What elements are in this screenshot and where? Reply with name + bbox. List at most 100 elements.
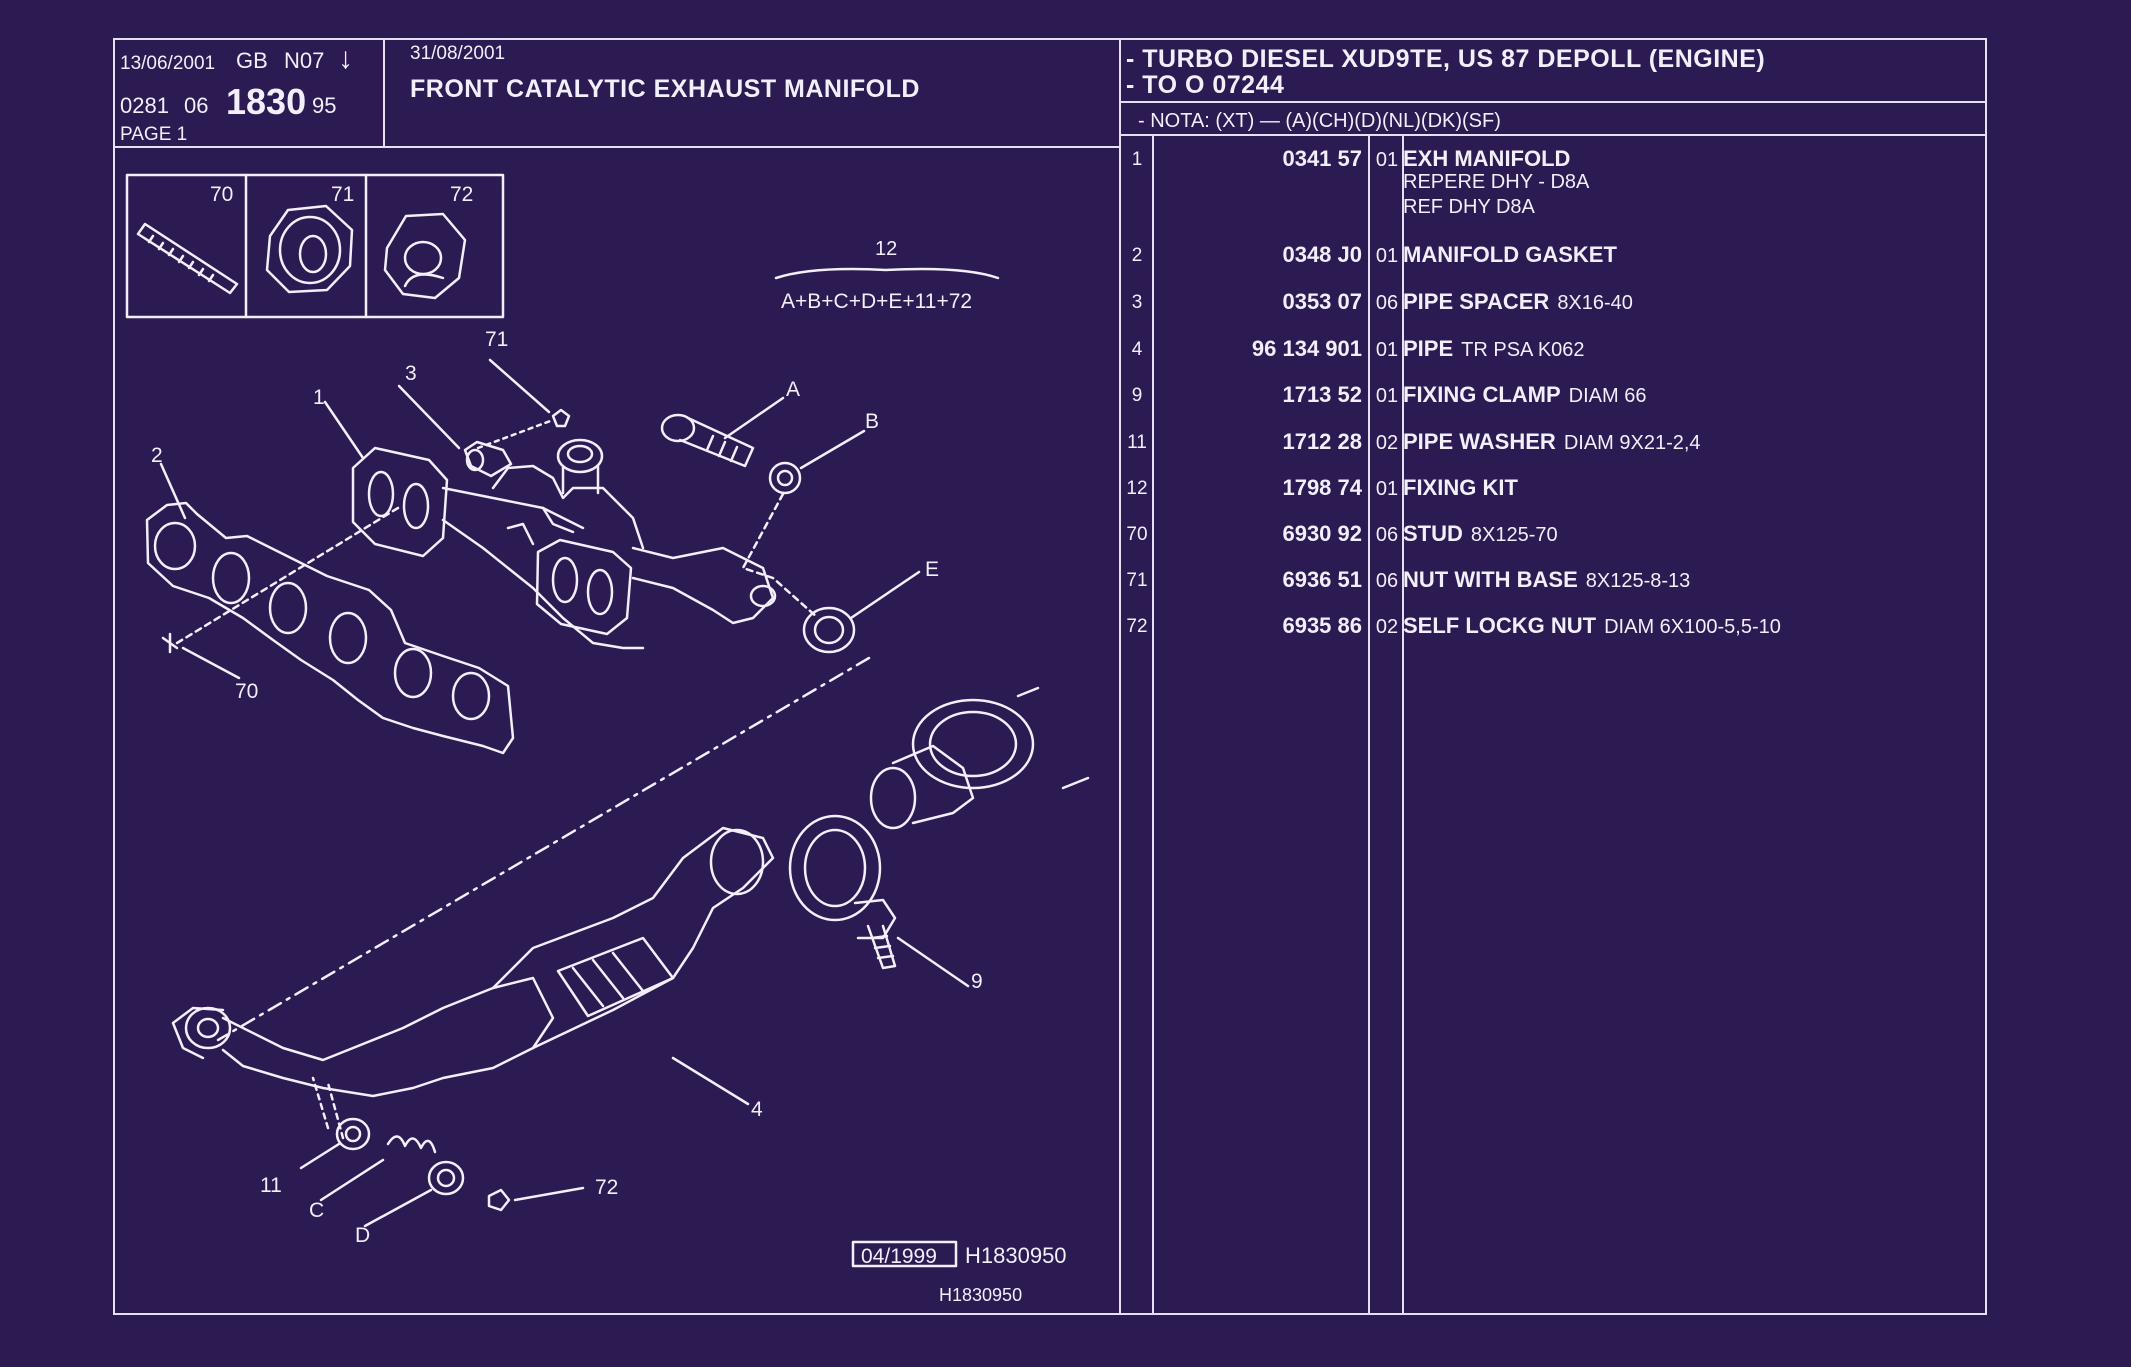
callout-a: A: [786, 378, 800, 401]
part-sub-line-2: REF DHY D8A: [1403, 196, 1535, 218]
kit-number: 12: [875, 238, 897, 260]
stamp-date: 04/1999: [861, 1245, 937, 1268]
part-description: FIXING KIT: [1403, 477, 1518, 499]
catalytic-converter-pipe: [171, 826, 775, 1098]
row-number: 72: [1126, 616, 1148, 637]
stud-icon: [136, 222, 239, 295]
row-number: 2: [1131, 245, 1143, 266]
language-code: GB: [236, 48, 268, 73]
row-number: 3: [1131, 292, 1143, 313]
callout-9: 9: [971, 970, 983, 993]
sheet-frame: [113, 38, 1987, 1315]
callout-70: 70: [235, 680, 258, 703]
date-stamp-box: [851, 1240, 958, 1268]
self-locking-nut-icon: [383, 212, 467, 300]
update-date: 31/08/2001: [410, 43, 506, 64]
part-spec: TR PSA K062: [1461, 339, 1585, 361]
part-sub-line-1: REPERE DHY - D8A: [1403, 171, 1590, 193]
down-arrow-icon: ↓: [338, 42, 353, 75]
part-description: SELF LOCKG NUT DIAM 6X100-5,5-10: [1403, 613, 1781, 638]
ref-suffix: 95: [312, 93, 337, 118]
row-number: 4: [1131, 339, 1143, 360]
part-reference: 96 134 901: [1251, 336, 1362, 361]
part-spec: DIAM 6X100-5,5-10: [1604, 616, 1781, 638]
part-quantity: 01: [1375, 478, 1399, 500]
part-description: PIPE TR PSA K062: [1403, 336, 1585, 361]
nut-with-base-icon: [265, 204, 354, 294]
fastener-inset-box: [125, 173, 505, 319]
row-number: 70: [1126, 524, 1148, 545]
part-name: FIXING CLAMP: [1403, 382, 1561, 407]
table-col-line-3: [1402, 134, 1404, 1315]
table-col-line-1: [1152, 134, 1154, 1315]
nut-72-diagram: [487, 1188, 511, 1212]
part-quantity: 01: [1375, 339, 1399, 361]
manifold-gasket: [145, 501, 515, 755]
stamp-code: H1830950: [965, 1243, 1067, 1268]
part-quantity: 01: [1375, 245, 1399, 267]
part-name: PIPE WASHER: [1403, 429, 1556, 454]
column-divider-main: [1119, 38, 1121, 1315]
nut-d: [427, 1160, 465, 1196]
part-reference: 6935 86: [1282, 613, 1362, 638]
header-divider-mid: [383, 38, 385, 148]
callout-4: 4: [751, 1098, 763, 1121]
part-name: STUD: [1403, 521, 1463, 546]
nut-71-diagram: [551, 408, 571, 428]
serial-spec: - TO O 07244: [1126, 71, 1285, 99]
kit-brace: [774, 267, 1000, 280]
exhaust-tailpipe: [869, 686, 1090, 830]
part-description: FIXING CLAMP DIAM 66: [1403, 382, 1647, 407]
part-reference: 6936 51: [1282, 567, 1362, 592]
part-name: FIXING KIT: [1403, 475, 1518, 500]
revision-code: N07: [284, 48, 325, 73]
row-number: 12: [1126, 478, 1148, 499]
part-reference: 1713 52: [1282, 382, 1362, 407]
part-quantity: 01: [1375, 385, 1399, 407]
part-name: PIPE: [1403, 336, 1454, 361]
page-title: FRONT CATALYTIC EXHAUST MANIFOLD: [410, 75, 920, 103]
header-divider-right-2: [1119, 134, 1987, 136]
table-col-line-2: [1368, 134, 1370, 1315]
part-name: EXH MANIFOLD: [1403, 146, 1571, 171]
part-quantity: 01: [1375, 149, 1399, 171]
part-quantity: 02: [1375, 432, 1399, 454]
part-quantity: 06: [1375, 292, 1399, 314]
part-name: PIPE SPACER: [1403, 289, 1550, 314]
part-description: PIPE WASHER DIAM 9X21-2,4: [1403, 429, 1701, 454]
page-number: PAGE 1: [120, 124, 188, 145]
part-reference: 0348 J0: [1282, 242, 1362, 267]
nota-line: - NOTA: (XT) — (A)(CH)(D)(NL)(DK)(SF): [1138, 110, 1501, 132]
part-spec: 8X125-70: [1470, 524, 1558, 546]
footer-code: H1830950: [939, 1285, 1022, 1305]
exhaust-manifold: [351, 438, 777, 650]
part-spec: DIAM 66: [1568, 385, 1647, 407]
header-divider-left: [113, 146, 1120, 148]
ref-main: 1830: [226, 81, 307, 122]
row-number: 11: [1127, 432, 1147, 453]
part-reference: 0341 57: [1282, 146, 1362, 171]
callout-e: E: [925, 558, 939, 581]
callout-71: 71: [485, 328, 508, 351]
part-description: STUD 8X125-70: [1403, 521, 1558, 546]
ref-group: 06: [184, 93, 209, 118]
callout-b: B: [865, 410, 879, 433]
inset-label-72: 72: [450, 183, 473, 206]
part-name: SELF LOCKG NUT: [1403, 613, 1597, 638]
part-reference: 0353 07: [1282, 289, 1362, 314]
stud-70-mark: [161, 632, 179, 654]
callout-11: 11: [260, 1174, 282, 1197]
part-spec: DIAM 9X21-2,4: [1563, 432, 1701, 454]
washer-b: [768, 461, 802, 495]
part-quantity: 06: [1375, 524, 1399, 546]
ref-prefix: 0281: [120, 93, 169, 118]
engine-spec: - TURBO DIESEL XUD9TE, US 87 DEPOLL (ENG…: [1126, 45, 1766, 73]
part-spec: 8X125-8-13: [1585, 570, 1691, 592]
exploded-diagram: 70 71 72 12 A+B+C+D+E+11+72 1 2 3 4 9 11…: [125, 173, 1090, 1305]
row-number: 9: [1131, 385, 1143, 406]
callout-c: C: [309, 1199, 324, 1222]
issue-date: 13/06/2001: [120, 53, 216, 74]
washer-e: [802, 606, 856, 654]
